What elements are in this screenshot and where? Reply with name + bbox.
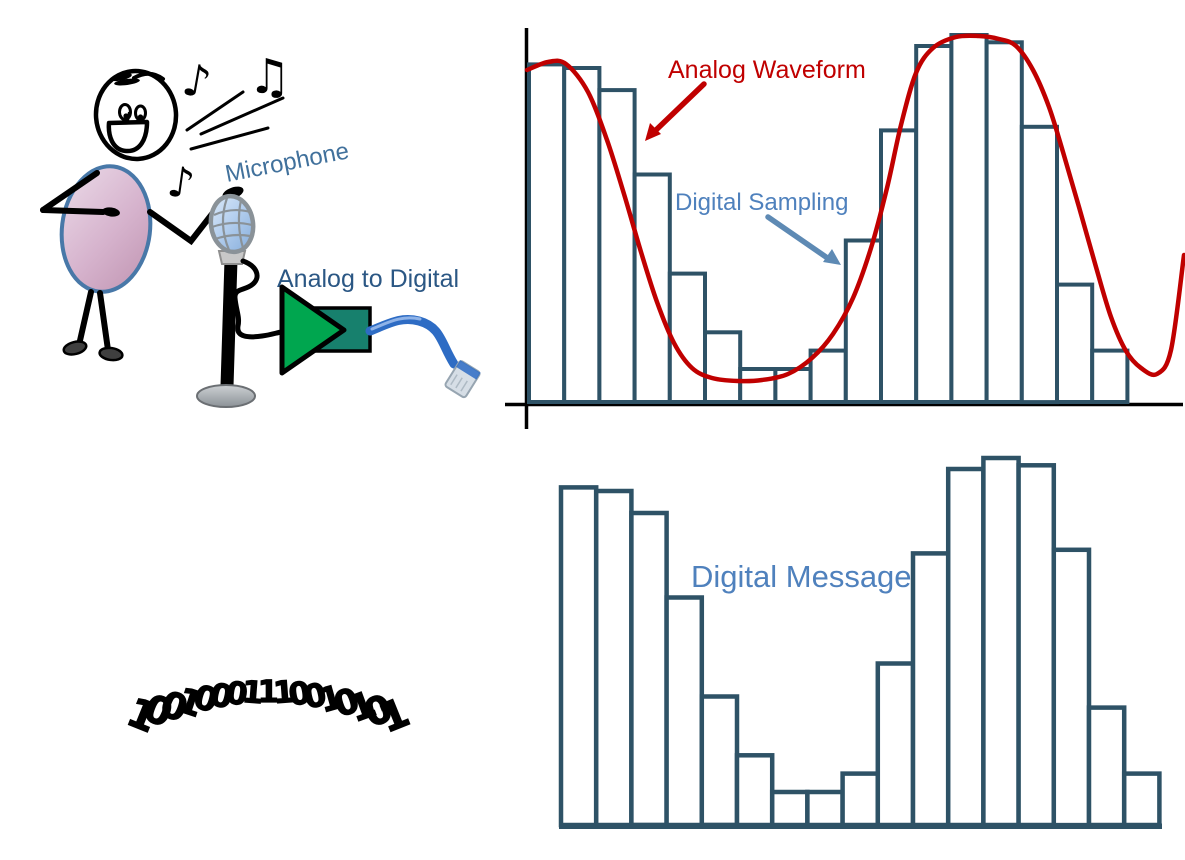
adc-triangle bbox=[279, 284, 347, 376]
sample-bar bbox=[1051, 547, 1092, 828]
sample-bar bbox=[667, 271, 707, 404]
sample-bar bbox=[843, 238, 883, 404]
left-hand bbox=[102, 207, 120, 217]
sample-bar bbox=[1121, 771, 1162, 828]
sample-bar bbox=[984, 40, 1024, 405]
music-note-icon: ♪ bbox=[178, 54, 215, 109]
singer-figure bbox=[40, 68, 244, 362]
sample-bar bbox=[769, 789, 810, 828]
binary-digit: 0 bbox=[224, 675, 250, 714]
sample-bar bbox=[808, 348, 848, 405]
sample-bar bbox=[1019, 124, 1059, 405]
message-bars bbox=[558, 455, 1162, 828]
analog-waveform-label: Analog Waveform bbox=[668, 56, 866, 84]
mic-cable bbox=[232, 258, 284, 340]
mic-stand bbox=[220, 253, 238, 393]
ethernet-cable bbox=[365, 314, 481, 399]
adc-converter bbox=[279, 284, 372, 376]
figure-legs bbox=[62, 289, 124, 362]
mic-base bbox=[196, 384, 256, 408]
sample-bar bbox=[949, 33, 989, 404]
figure-left-arm bbox=[40, 170, 120, 217]
sample-bar bbox=[1090, 348, 1130, 405]
sample-bar bbox=[805, 789, 845, 828]
message-baseline bbox=[559, 823, 1162, 829]
sound-lines bbox=[185, 90, 285, 151]
sample-bar bbox=[914, 44, 954, 404]
adc-label: Analog to Digital bbox=[277, 265, 459, 293]
sample-bar bbox=[1016, 463, 1057, 828]
sampling-bars bbox=[527, 33, 1130, 405]
sample-bar bbox=[981, 455, 1021, 828]
binary-digit: 1 bbox=[241, 675, 265, 711]
analog-waveform-arrow bbox=[645, 81, 707, 141]
microphone bbox=[196, 193, 284, 408]
sample-bar bbox=[562, 66, 602, 404]
sample-bar bbox=[734, 753, 775, 828]
binary-digit: 1 bbox=[120, 689, 163, 742]
sample-bar bbox=[699, 694, 740, 828]
figure-mouth bbox=[106, 119, 150, 154]
sample-bar bbox=[703, 330, 743, 404]
sample-bar bbox=[527, 62, 567, 405]
sample-bar bbox=[910, 551, 951, 828]
message-chart: Digital Message bbox=[558, 455, 1162, 829]
left-foot bbox=[62, 340, 88, 356]
sample-bar bbox=[664, 595, 705, 828]
sampling-chart: Analog Waveform Digital Sampling bbox=[505, 28, 1185, 429]
sample-bar bbox=[1086, 705, 1127, 828]
sample-bar bbox=[875, 661, 916, 828]
binary-digit: 1 bbox=[258, 675, 279, 710]
digital-sampling-arrow bbox=[765, 214, 841, 265]
sample-bar bbox=[629, 510, 669, 828]
digital-message-label: Digital Message bbox=[691, 559, 912, 594]
figure-hair bbox=[110, 71, 165, 86]
ethernet-connector bbox=[444, 360, 481, 399]
right-foot bbox=[98, 346, 124, 362]
analog-waveform-curve bbox=[524, 33, 1185, 384]
figure-body bbox=[59, 164, 153, 294]
sample-bar bbox=[879, 128, 919, 404]
sample-bar bbox=[1055, 282, 1095, 405]
music-note-icon: ♪ bbox=[164, 157, 197, 209]
mic-mesh bbox=[211, 197, 253, 251]
sample-bar bbox=[558, 485, 599, 828]
microphone-label: Microphone bbox=[223, 137, 351, 187]
sample-bar bbox=[945, 466, 986, 828]
digital-sampling-label: Digital Sampling bbox=[675, 189, 848, 216]
sample-bar bbox=[738, 367, 778, 404]
music-notes-icon: ♫ bbox=[248, 49, 291, 105]
binary-digit: 1 bbox=[272, 675, 296, 711]
sample-bar bbox=[593, 488, 634, 828]
binary-digit: 1 bbox=[373, 689, 416, 742]
sample-bar bbox=[840, 771, 881, 828]
